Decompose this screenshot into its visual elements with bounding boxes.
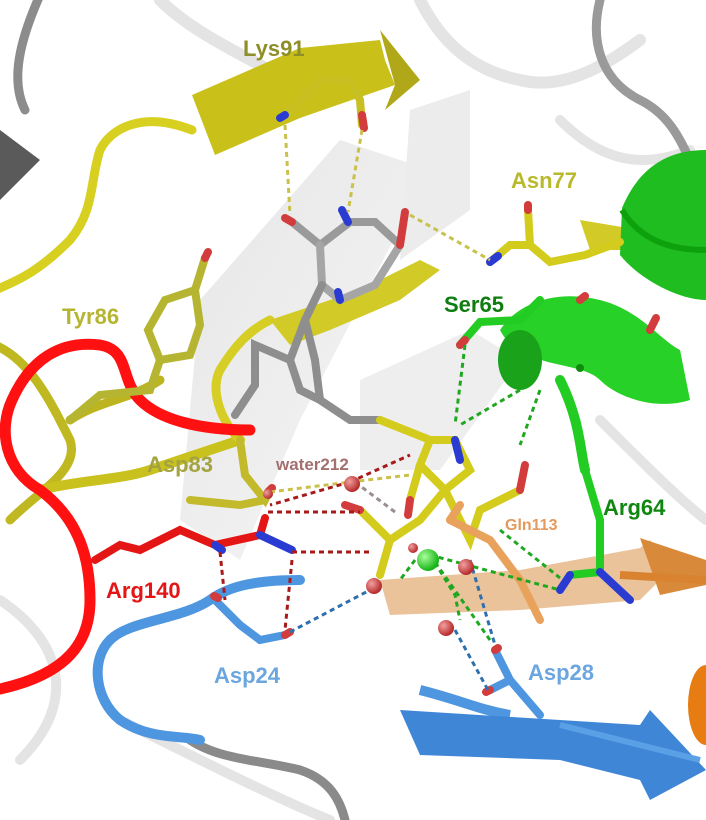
background-grey-sheet-3 (400, 90, 470, 260)
label-tyr86: Tyr86 (62, 304, 119, 329)
water-sphere (458, 559, 474, 575)
sidechain-asp28 (482, 644, 544, 719)
metal-ion (417, 549, 439, 571)
hbonds-yellow (269, 124, 491, 494)
green-helix (498, 150, 706, 475)
label-lys91: Lys91 (243, 36, 305, 61)
sidechain-gln113 (446, 501, 544, 624)
label-water212: water212 (275, 455, 349, 474)
red-coil (0, 338, 256, 695)
label-gln113: Gln113 (505, 517, 558, 534)
sidechain-asn77 (486, 201, 624, 267)
water-sphere-212 (344, 476, 360, 492)
water-sphere (263, 489, 273, 499)
label-asp28: Asp28 (528, 660, 594, 685)
blue-chain (92, 575, 706, 800)
grey-arrowhead-left (0, 130, 40, 200)
phosphate-chain (341, 416, 529, 579)
grey-coil-bottom (185, 735, 350, 820)
hbonds-green (398, 344, 561, 641)
sidechain-asp24 (210, 592, 294, 645)
hbonds-red (218, 453, 411, 631)
background-grey-sheet-2 (360, 330, 520, 470)
label-asn77: Asn77 (511, 168, 577, 193)
grey-coil-top-right (591, 0, 695, 165)
sidechain-tyr86 (66, 248, 212, 424)
label-arg64: Arg64 (603, 495, 666, 520)
sidechain-ser65 (456, 292, 660, 349)
label-asp24: Asp24 (214, 663, 281, 688)
water-sphere (438, 620, 454, 636)
grey-ligand (231, 206, 409, 424)
water-sphere (408, 543, 418, 553)
sidechain-lys91 (276, 76, 368, 132)
grey-coil-top-left (13, 0, 43, 115)
label-asp83: Asp83 (147, 452, 213, 477)
label-arg140: Arg140 (106, 578, 181, 603)
background-grey-sheet (180, 140, 430, 560)
sidechain-arg64 (556, 466, 634, 604)
water-sphere (366, 578, 382, 594)
sidechain-arg140 (91, 514, 296, 564)
orange-blob-right (688, 665, 706, 745)
hbonds-blue (289, 559, 497, 691)
label-ser65: Ser65 (444, 292, 504, 317)
